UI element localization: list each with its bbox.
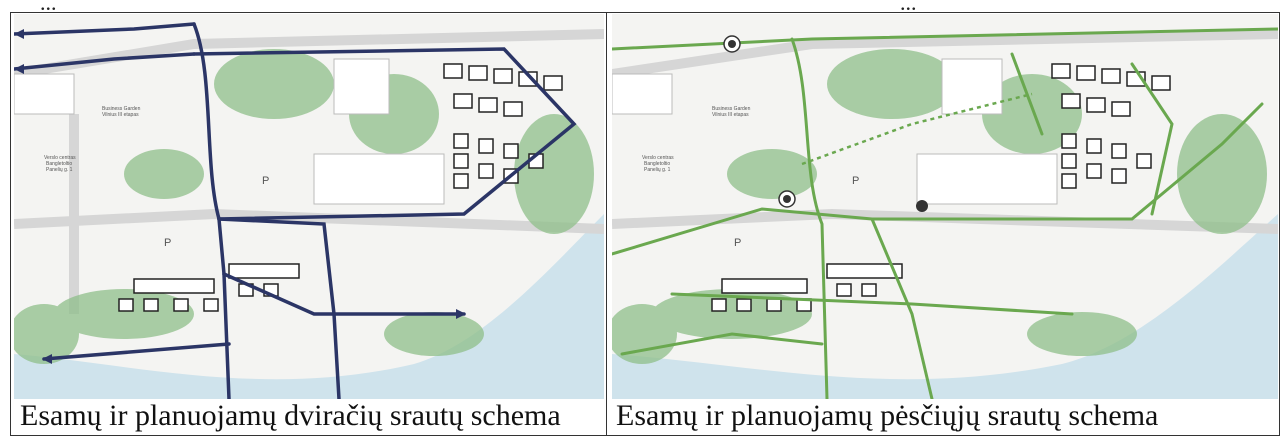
route-arrows bbox=[14, 29, 466, 364]
label-parking-1: P bbox=[852, 175, 859, 187]
existing-buildings bbox=[14, 58, 445, 205]
bicycle-flow-map-svg: Business Garden Vilnius III etapas Versl… bbox=[14, 14, 604, 399]
label-business-garden: Business Garden bbox=[712, 106, 751, 112]
label-verslo-centras-sub2: Panelių g. 1 bbox=[46, 167, 73, 173]
planned-blocks bbox=[711, 63, 1171, 312]
header-fragment-right: ... bbox=[900, 0, 917, 14]
river bbox=[612, 214, 1278, 399]
label-business-garden-sub: Vilnius III etapas bbox=[102, 112, 139, 118]
label-business-garden-sub: Vilnius III etapas bbox=[712, 112, 749, 118]
pedestrian-flow-map: Business Garden Vilnius III etapas Versl… bbox=[612, 14, 1278, 399]
label-verslo-centras-sub1: Bangletoltio bbox=[644, 161, 670, 167]
label-verslo-centras-sub2: Panelių g. 1 bbox=[644, 167, 671, 173]
greenery bbox=[14, 49, 594, 364]
label-business-garden: Business Garden bbox=[102, 106, 141, 112]
header-fragment-left: ... bbox=[40, 0, 57, 14]
pedestrian-routes bbox=[612, 27, 1278, 399]
label-parking-2: P bbox=[734, 237, 741, 249]
caption-pedestrian-flows: Esamų ir planuojamų pėsčiųjų srautų sche… bbox=[616, 399, 1159, 432]
bicycle-routes bbox=[14, 22, 577, 399]
planned-blocks bbox=[118, 63, 563, 312]
panel-divider bbox=[606, 12, 607, 436]
cropped-header-text: ... ... bbox=[0, 0, 1286, 14]
bus-stop-icon bbox=[723, 35, 928, 212]
greenery bbox=[612, 49, 1267, 364]
label-parking-1: P bbox=[262, 175, 269, 187]
figure-table-frame bbox=[10, 12, 1280, 436]
pedestrian-flow-map-svg: Business Garden Vilnius III etapas Versl… bbox=[612, 14, 1278, 399]
label-verslo-centras: Verslo centras bbox=[642, 155, 674, 161]
bicycle-flow-map: Business Garden Vilnius III etapas Versl… bbox=[14, 14, 604, 399]
existing-buildings bbox=[612, 58, 1058, 205]
label-verslo-centras: Verslo centras bbox=[44, 155, 76, 161]
caption-bicycle-flows: Esamų ir planuojamų dviračių srautų sche… bbox=[20, 399, 561, 432]
label-parking-2: P bbox=[164, 237, 171, 249]
label-verslo-centras-sub1: Bangletoltio bbox=[46, 161, 72, 167]
